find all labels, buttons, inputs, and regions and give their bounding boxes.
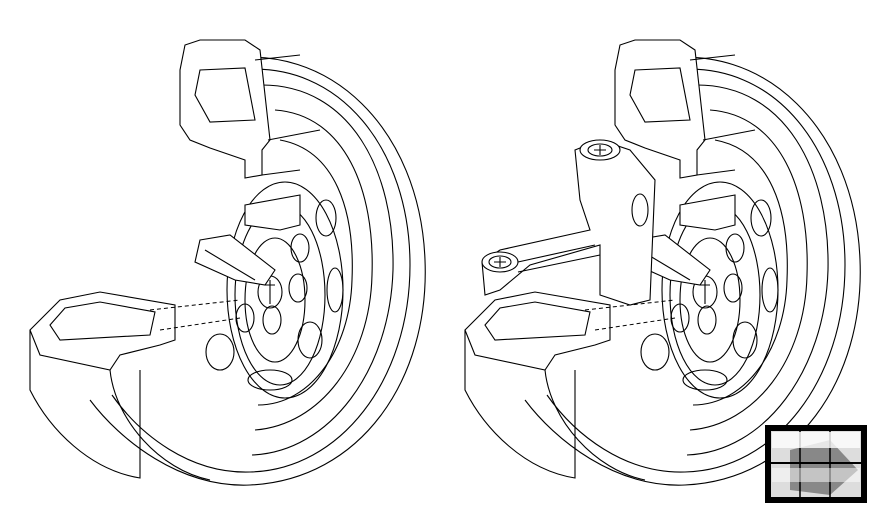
steering-knuckle bbox=[481, 139, 656, 306]
wheel-cutaway-left bbox=[29, 39, 426, 486]
logo bbox=[765, 425, 867, 503]
